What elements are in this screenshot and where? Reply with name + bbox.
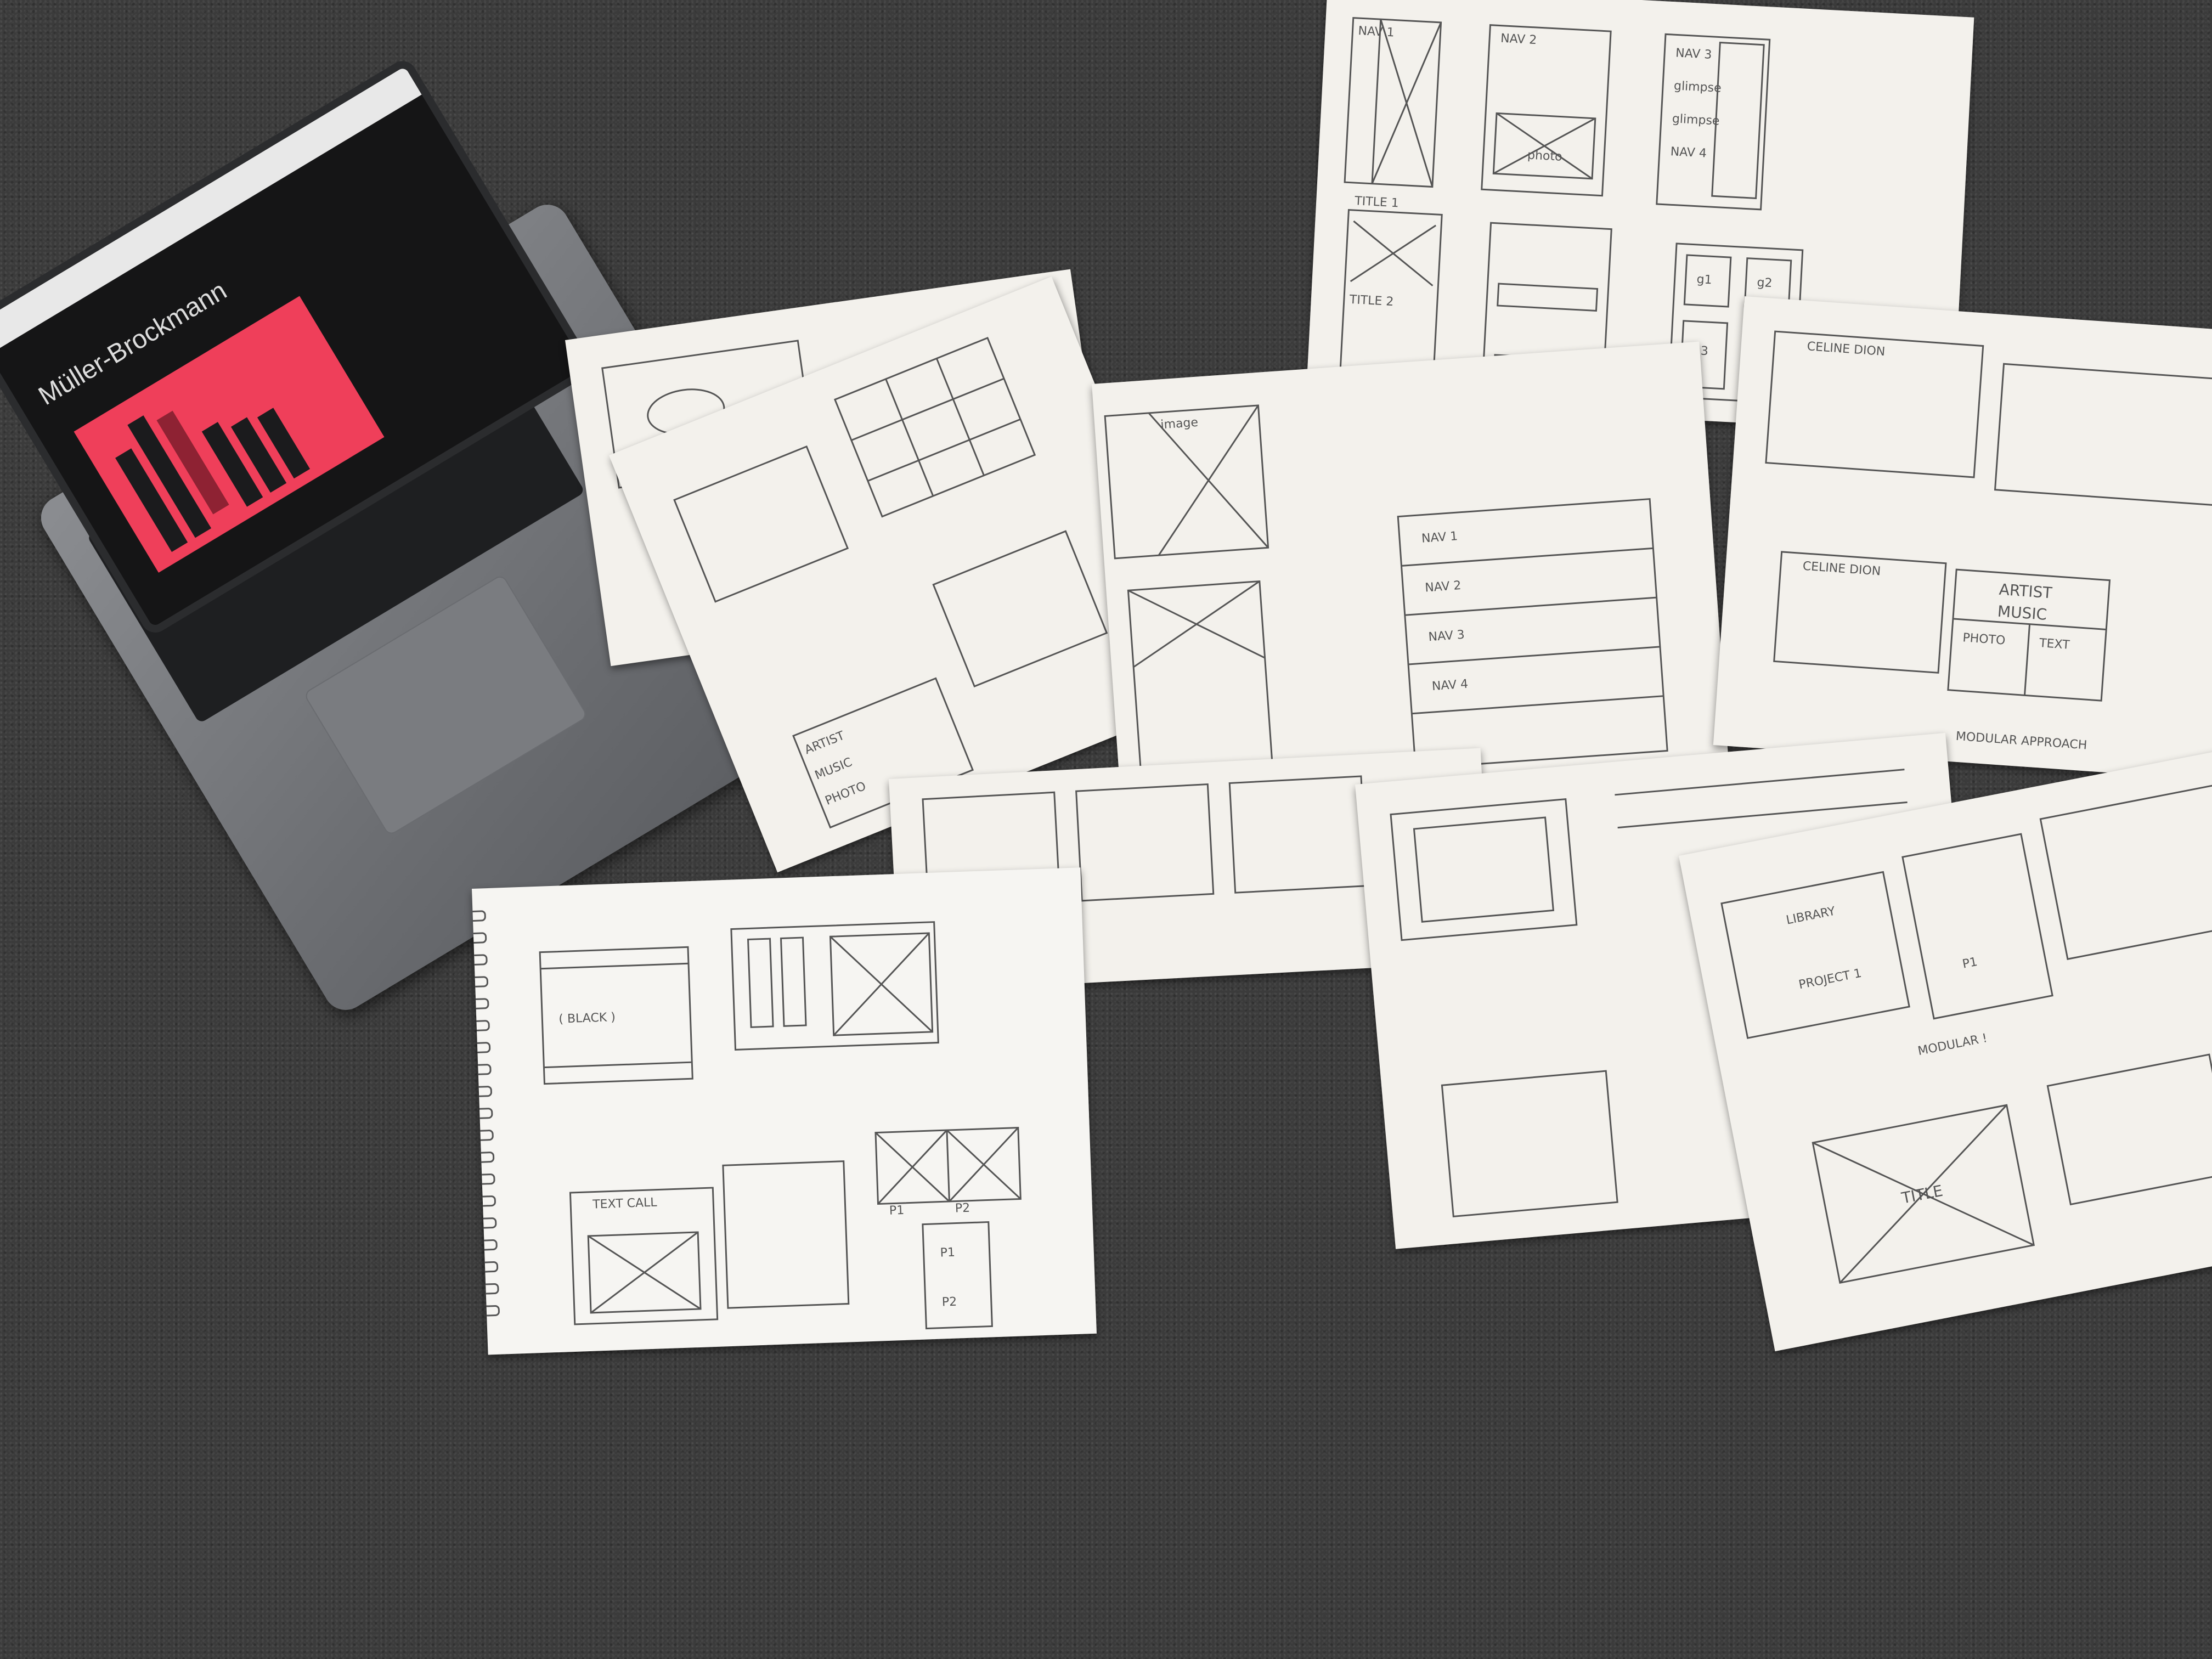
label-photo: photo [1527, 149, 1562, 164]
label-library: LIBRARY [1785, 905, 1837, 928]
label-p2-lower: P2 [941, 1295, 957, 1310]
notebook-drawing: ( BLACK ) TEXT CALL P1 P2 P1 P2 [539, 921, 1022, 1330]
label-text-right: TEXT [2038, 636, 2070, 652]
sketch-sheet-notes [1355, 732, 1986, 1249]
sketch-sheet-right: CELINE DION CELINE DION ARTIST MUSIC PHO… [1713, 296, 2212, 781]
label-modular: MODULAR ! [1917, 1031, 1989, 1058]
label-nav3: NAV 3 [1675, 46, 1712, 61]
sketch-sheet-middle: image NAV 1 NAV 2 NAV 3 NAV 4 [1092, 341, 1729, 811]
label-mid-nav1: NAV 1 [1421, 529, 1458, 546]
label-text-call: TEXT CALL [592, 1196, 658, 1212]
spiral-notebook: ( BLACK ) TEXT CALL P1 P2 P1 P2 [472, 867, 1097, 1355]
label-artist-right: ARTIST [1999, 580, 2053, 602]
label-g2: g2 [1757, 276, 1773, 290]
label-nav1: NAV 1 [1358, 24, 1395, 40]
label-celine: CELINE DION [1807, 340, 1886, 359]
label-g1: g1 [1696, 273, 1712, 287]
label-photo-right: PHOTO [1962, 631, 2006, 647]
label-mid-nav4: NAV 4 [1431, 678, 1469, 694]
sketch-drawing [1390, 769, 1908, 1217]
label-photo-small: PHOTO [823, 780, 868, 808]
label-image: image [1160, 416, 1199, 432]
label-p1-lower: P1 [940, 1246, 955, 1260]
sketch-drawing: ARTIST MUSIC PHOTO [673, 336, 1108, 829]
sketch-sheet-lower-right: LIBRARY PROJECT 1 P1 TITLE MODULAR ! [1679, 749, 2212, 1352]
sketch-sheet-left-front: ARTIST MUSIC PHOTO [609, 276, 1220, 873]
label-nav2: NAV 2 [1500, 32, 1537, 47]
label-mid-nav3: NAV 3 [1428, 628, 1465, 645]
label-music: MUSIC [813, 755, 854, 783]
label-nav4: NAV 4 [1670, 145, 1707, 160]
label-glimpse-1: glimpse [1673, 79, 1722, 95]
sketch-drawing: LIBRARY PROJECT 1 P1 TITLE MODULAR ! [1720, 785, 2212, 1284]
sketch-drawing: CELINE DION CELINE DION ARTIST MUSIC PHO… [1765, 330, 2212, 753]
label-celine-2: CELINE DION [1802, 560, 1881, 579]
label-title1: TITLE 1 [1354, 194, 1400, 210]
label-mid-nav2: NAV 2 [1425, 579, 1462, 595]
label-artist: ARTIST [803, 729, 847, 757]
label-p1-lr: P1 [1961, 955, 1979, 972]
label-modular-approach: MODULAR APPROACH [1955, 730, 2087, 753]
label-p2-note: P2 [955, 1201, 970, 1216]
label-title2: TITLE 2 [1348, 293, 1394, 309]
label-project1: PROJECT 1 [1798, 967, 1863, 992]
sketch-drawing: image NAV 1 NAV 2 NAV 3 NAV 4 [1104, 404, 1668, 799]
label-black: ( BLACK ) [558, 1011, 616, 1026]
label-p1-note: P1 [889, 1204, 905, 1218]
label-music-right: MUSIC [1997, 602, 2047, 624]
label-glimpse-2: glimpse [1672, 112, 1720, 128]
